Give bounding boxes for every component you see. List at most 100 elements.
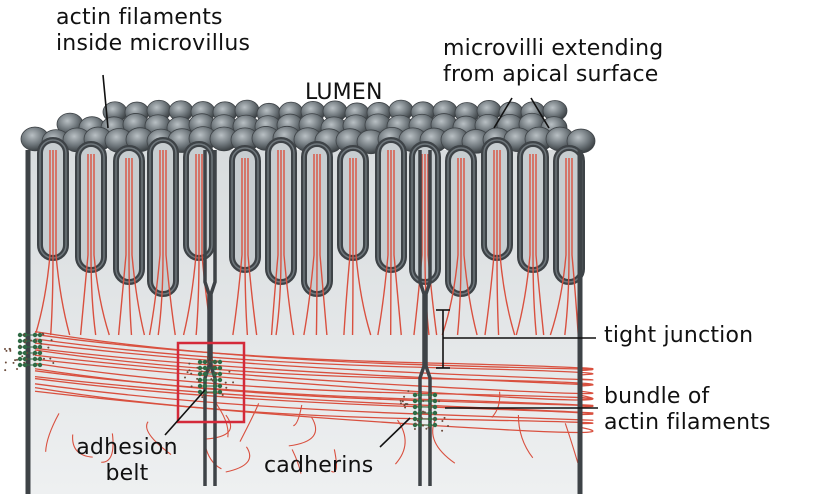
cadherin-stipple xyxy=(417,420,419,422)
cadherin-stipple xyxy=(207,357,209,359)
cadherin-stipple xyxy=(444,417,446,419)
cadherin-stipple xyxy=(433,418,435,420)
label-bundle-actin: bundle of actin filaments xyxy=(604,384,771,436)
cadherin-stipple xyxy=(415,423,417,425)
label-actin-microvillus-line2: inside microvillus xyxy=(56,31,250,57)
label-cadherins: cadherins xyxy=(264,453,373,479)
cadherin-stipple xyxy=(212,366,214,368)
cadherin-stipple xyxy=(5,361,7,363)
cadherin-stipple xyxy=(209,361,211,363)
cadherin-stipple xyxy=(406,403,408,405)
cadherin-stipple xyxy=(184,376,186,378)
cadherin-stipple xyxy=(21,355,23,357)
cadherin-stipple xyxy=(400,400,402,402)
cadherin-stipple xyxy=(9,350,11,352)
cadherin-stipple xyxy=(196,367,198,369)
cadherin-stipple xyxy=(225,382,227,384)
actin-filament xyxy=(316,154,317,335)
cadherin-stipple xyxy=(16,359,18,361)
cadherin-stipple xyxy=(422,400,424,402)
cadherin-stipple xyxy=(14,359,16,361)
cadherin-stipple xyxy=(430,407,432,409)
cadherin-stipple xyxy=(191,385,193,387)
cadherin-stipple xyxy=(187,371,189,373)
label-adhesion-belt: adhesion belt xyxy=(62,435,192,487)
label-bundle-line1: bundle of xyxy=(604,384,771,410)
cadherin-stipple xyxy=(5,350,7,352)
cadherin-stipple xyxy=(213,383,215,385)
cadherin-stipple xyxy=(201,396,203,398)
cadherin-stipple xyxy=(428,427,430,429)
label-microvilli-line2: from apical surface xyxy=(443,62,663,88)
cadherin-stipple xyxy=(47,347,49,349)
label-actin-microvillus-line1: actin filaments xyxy=(56,5,250,31)
cadherin-stipple xyxy=(208,369,210,371)
cadherin-stipple xyxy=(441,430,443,432)
cadherin-stipple xyxy=(51,339,53,341)
cadherin-stipple xyxy=(207,363,209,365)
cadherin-stipple xyxy=(206,392,208,394)
cadherin-stipple xyxy=(438,400,440,402)
label-lumen: LUMEN xyxy=(305,80,383,106)
cadherin-stipple xyxy=(52,362,54,364)
cadherin-stipple xyxy=(422,411,424,413)
cadherin-stipple xyxy=(212,380,214,382)
cadherin-stipple xyxy=(215,361,217,363)
cadherin-stipple xyxy=(215,372,217,374)
label-microvilli-extending: microvilli extending from apical surface xyxy=(443,36,663,88)
cadherin-stipple xyxy=(30,340,32,342)
cadherin-stipple xyxy=(25,358,27,360)
cadherin-stipple xyxy=(429,396,431,398)
cadherin-stipple xyxy=(206,360,208,362)
cadherin-stipple xyxy=(422,425,424,427)
label-microvilli-line1: microvilli extending xyxy=(443,36,663,62)
cadherin-stipple xyxy=(441,420,443,422)
cadherin-stipple xyxy=(421,417,423,419)
cadherin-stipple xyxy=(425,428,427,430)
label-adhesion-line2: belt xyxy=(62,461,192,487)
cadherin-stipple xyxy=(43,358,45,360)
cadherin-stipple xyxy=(403,396,405,398)
cadherin-stipple xyxy=(9,348,11,350)
cadherin-stipple xyxy=(24,341,26,343)
cadherin-stipple xyxy=(402,400,404,402)
cadherin-stipple xyxy=(188,363,190,365)
cadherin-stipple xyxy=(228,371,230,373)
cadherin-stipple xyxy=(414,428,416,430)
cadherin-stipple xyxy=(188,369,190,371)
cadherin-stipple xyxy=(203,394,205,396)
cadherin-stipple xyxy=(4,348,6,350)
cadherin-stipple xyxy=(407,390,409,392)
cadherin-stipple xyxy=(33,354,35,356)
cadherin-stipple xyxy=(430,393,432,395)
cadherin-stipple xyxy=(4,369,6,371)
cadherin-stipple xyxy=(198,380,200,382)
cadherin-stipple xyxy=(16,368,18,370)
cadherin-stipple xyxy=(211,359,213,361)
label-bundle-line2: actin filaments xyxy=(604,410,771,436)
cadherin-stipple xyxy=(40,343,42,345)
label-adhesion-line1: adhesion xyxy=(62,435,192,461)
cadherin-stipple xyxy=(201,370,203,372)
cadherin-stipple xyxy=(424,411,426,413)
label-tight-junction: tight junction xyxy=(604,323,753,349)
cadherin-stipple xyxy=(23,362,25,364)
cadherin-stipple xyxy=(222,394,224,396)
cadherin-stipple xyxy=(13,362,15,364)
cadherin-stipple xyxy=(232,381,234,383)
cadherin-stipple xyxy=(42,333,44,335)
cadherin-stipple xyxy=(400,402,402,404)
cadherin-stipple xyxy=(404,407,406,409)
cadherin-stipple xyxy=(225,387,227,389)
cadherin-stipple xyxy=(35,340,37,342)
cadherin-stipple xyxy=(26,352,28,354)
cadherin-stipple xyxy=(196,378,198,380)
cadherin-stipple xyxy=(405,403,407,405)
label-actin-filaments-microvillus: actin filaments inside microvillus xyxy=(56,5,250,57)
cadherin-stipple xyxy=(25,339,27,341)
cadherin-stipple xyxy=(23,334,25,336)
cadherin-stipple xyxy=(210,378,212,380)
cadherin-stipple xyxy=(19,345,21,347)
cadherin-stipple xyxy=(190,373,192,375)
cadherin-stipple xyxy=(431,405,433,407)
